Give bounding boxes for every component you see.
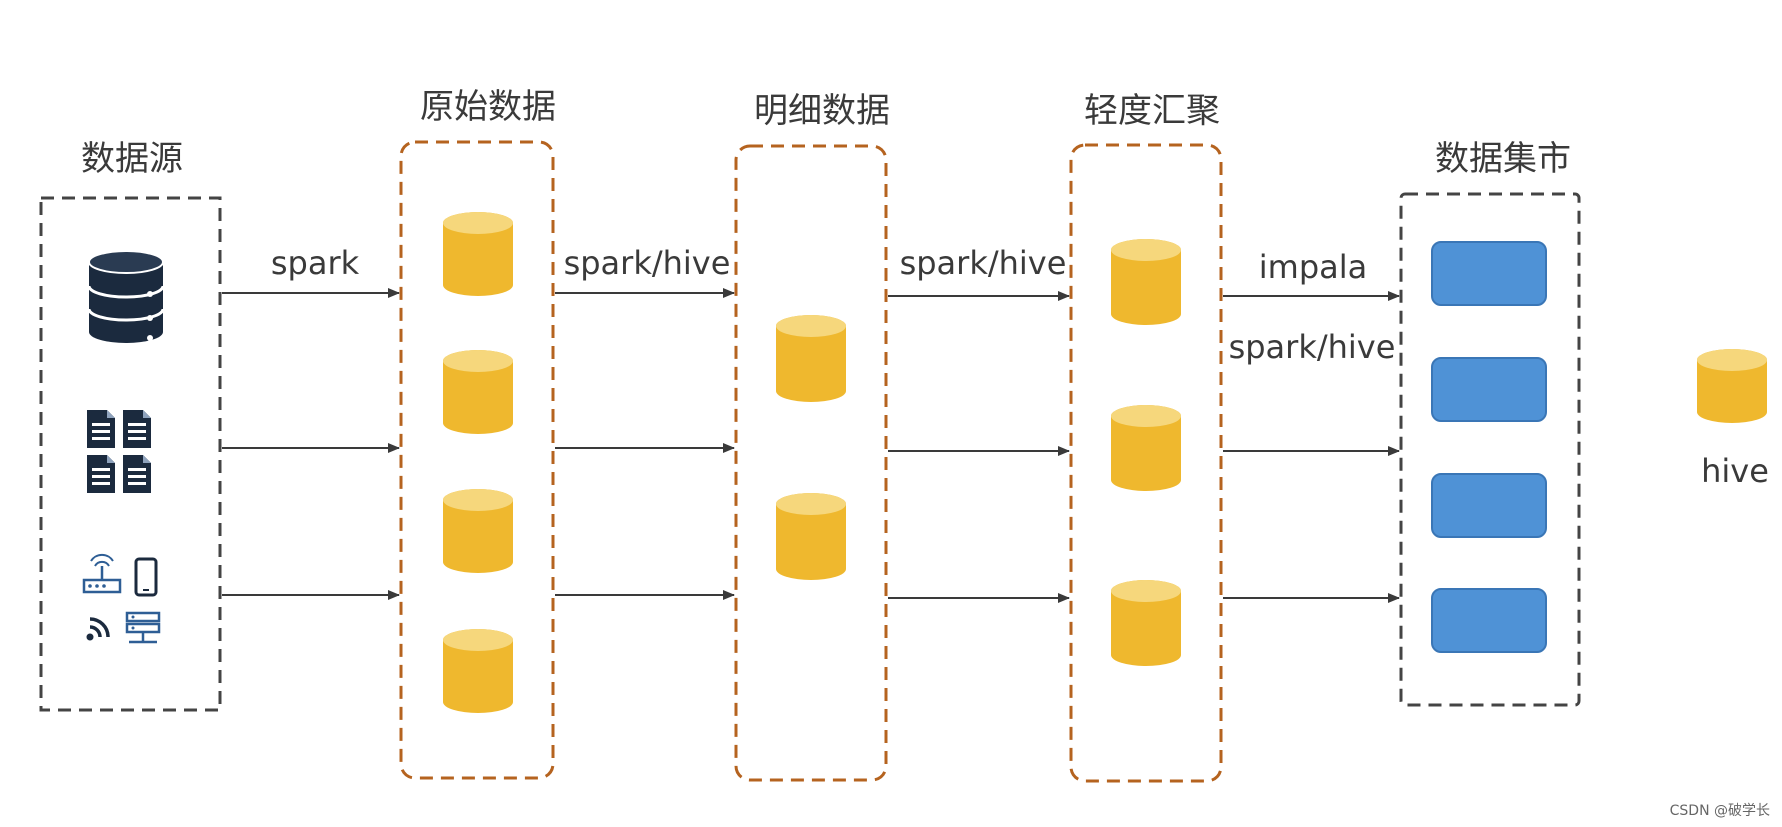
raw-data-box [399,140,555,780]
light-aggregation-box [1069,143,1223,783]
database-cylinder-icon [1697,349,1767,423]
data-mart-box [1399,192,1581,707]
documents-icon-group [87,410,151,493]
raw-data-cylinder-3 [443,489,513,573]
database-server-icon [87,250,165,343]
edge-label-raw-to-detail: spark/hive [564,244,731,282]
data-mart-block-1 [1431,241,1547,306]
stage-title-detail: 明细数据 [754,91,890,131]
light-aggregation-cylinder-3 [1111,580,1181,666]
raw-data-cylinder-1 [443,212,513,296]
server-network-icon [125,611,161,644]
detail-data-cylinder-2 [776,493,846,580]
stage-title-raw: 原始数据 [420,87,556,127]
edge-label-detail-to-light: spark/hive [900,244,1067,282]
data-mart-block-2 [1431,357,1547,422]
watermark: CSDN @破学长 [1670,803,1770,819]
stage-title-light: 轻度汇聚 [1084,91,1220,131]
detail-data-cylinder-1 [776,315,846,402]
mobile-phone-icon [134,557,158,597]
document-icon [87,455,115,493]
stage-title-mart: 数据集市 [1435,139,1571,179]
legend-label-hive: hive [1701,452,1769,490]
edge-label-light-to-mart-spark-hive: spark/hive [1229,328,1396,366]
edge-label-light-to-mart-impala: impala [1259,248,1367,286]
document-icon [123,410,151,448]
light-aggregation-cylinder-1 [1111,239,1181,325]
detail-data-box [734,144,888,782]
wifi-signal-icon [86,617,110,641]
data-mart-block-3 [1431,473,1547,538]
document-icon [87,410,115,448]
data-mart-block-4 [1431,588,1547,653]
stage-title-source: 数据源 [81,139,183,179]
document-icon [123,455,151,493]
source-box [39,196,222,712]
router-icon [82,554,122,594]
edge-label-source-to-raw: spark [271,244,360,282]
raw-data-cylinder-4 [443,629,513,713]
raw-data-cylinder-2 [443,350,513,434]
light-aggregation-cylinder-2 [1111,405,1181,491]
